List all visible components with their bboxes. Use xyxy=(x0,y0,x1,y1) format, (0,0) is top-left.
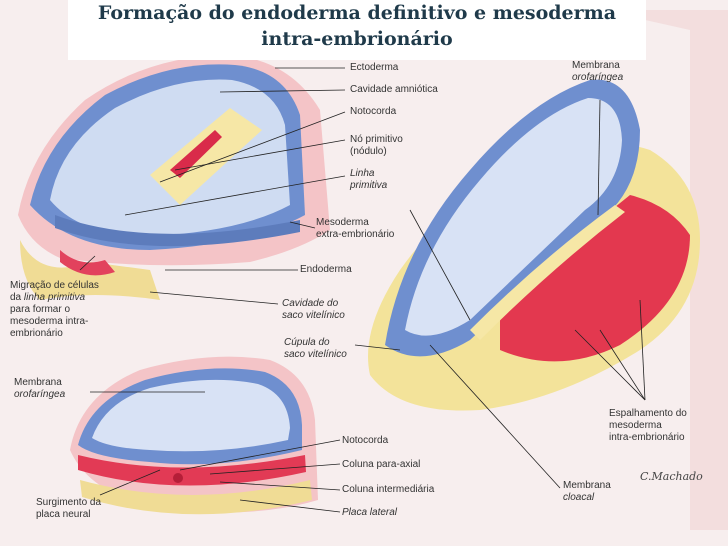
label-endoderma: Endoderma xyxy=(300,264,352,275)
illustrator-credit: C.Machado xyxy=(640,470,703,483)
label-migracao-5: embrionário xyxy=(10,328,63,339)
label-linha-primitiva-2: primitiva xyxy=(350,180,388,191)
label-cupula-2: saco vitelínico xyxy=(284,349,347,360)
title-box: Formação do endoderma definitivo e mesod… xyxy=(68,0,646,60)
label-placa-lateral: Placa lateral xyxy=(342,507,398,518)
label-notocorda: Notocorda xyxy=(350,106,397,117)
label-mesoderma-extra-2: extra-embrionário xyxy=(316,229,395,240)
intraembryonic-mesoderm xyxy=(500,195,690,362)
yolk-strip xyxy=(150,108,262,205)
label-cavidade-amniotica: Cavidade amniótica xyxy=(350,84,438,95)
embryo-right xyxy=(368,79,700,411)
embryonic-disc xyxy=(55,215,300,247)
mesoderm-columns xyxy=(78,455,306,486)
label-espalhamento-1: Espalhamento do xyxy=(609,408,687,419)
label-membrana-orofaringea-right-2: orofaríngea xyxy=(572,72,624,83)
background-sheet-right xyxy=(600,10,728,530)
label-coluna-paraaxial: Coluna para-axial xyxy=(342,459,421,470)
notochord-bottom xyxy=(173,473,183,483)
label-migracao-2a: da xyxy=(10,292,24,303)
label-coluna-intermediaria: Coluna intermediária xyxy=(342,484,435,495)
label-cavidade-saco-2: saco vitelínico xyxy=(282,310,345,321)
yolk-strip-right xyxy=(470,205,625,340)
label-espalhamento-3: intra-embrionário xyxy=(609,432,685,443)
amniotic-cavity-right xyxy=(405,98,622,336)
title-line-2: intra-embrionário xyxy=(261,28,453,50)
label-migracao-3: para formar o xyxy=(10,304,71,315)
label-notocorda-bottom: Notocorda xyxy=(342,435,389,446)
label-no-primitivo-2: (nódulo) xyxy=(350,146,387,157)
label-no-primitivo-1: Nó primitivo xyxy=(350,134,403,145)
label-membrana-orofaringea-right-1: Membrana xyxy=(572,60,620,71)
label-migracao-2b: linha primitiva xyxy=(23,292,86,303)
label-mesoderma-extra-1: Mesoderma xyxy=(316,217,369,228)
amniotic-cavity-bottom xyxy=(92,379,290,452)
endoderm-bottom xyxy=(80,480,312,515)
label-cupula-1: Cúpula do xyxy=(284,337,330,348)
title-line-1: Formação do endoderma definitivo e mesod… xyxy=(97,2,617,24)
label-membrana-cloacal-1: Membrana xyxy=(563,480,611,491)
label-migracao-2: da linha primitiva xyxy=(10,292,85,304)
label-surgimento-2: placa neural xyxy=(36,509,91,520)
primitive-streak xyxy=(170,130,222,178)
label-migracao-1: Migração de células xyxy=(10,280,99,291)
label-cavidade-saco-1: Cavidade do xyxy=(282,298,339,309)
label-membrana-cloacal-2: cloacal xyxy=(563,492,595,503)
label-membrana-orofaringea-left-1: Membrana xyxy=(14,377,62,388)
label-migracao-4: mesoderma intra- xyxy=(10,316,89,327)
label-membrana-orofaringea-left-2: orofaríngea xyxy=(14,389,66,400)
label-surgimento-1: Surgimento da xyxy=(36,497,102,508)
label-linha-primitiva-1: Linha xyxy=(350,168,375,179)
label-ectoderma: Ectoderma xyxy=(350,62,399,73)
leader-lines xyxy=(79,67,646,513)
label-espalhamento-2: mesoderma xyxy=(609,420,662,431)
